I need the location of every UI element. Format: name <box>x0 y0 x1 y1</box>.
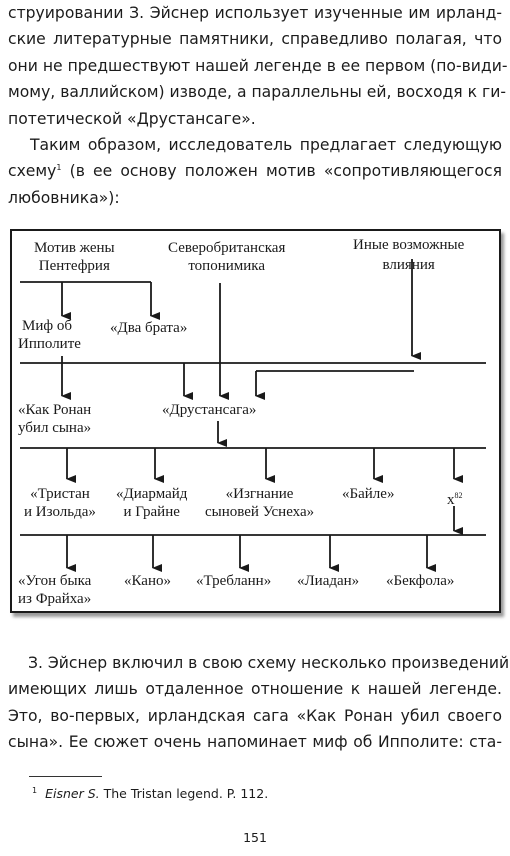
paragraph-scheme-intro: Таким образом, исследователь предлагает … <box>8 132 502 211</box>
node-two-brothers: «Два брата» <box>110 320 188 336</box>
paragraph-intro: струировании З. Эйснер использует изучен… <box>8 0 508 132</box>
text-line: они не предшествуют нашей легенде в ее п… <box>8 56 508 75</box>
text-line: Таким образом, исследователь предлагает … <box>30 136 502 154</box>
text-line: струировании З. Эйснер использует изучен… <box>8 4 502 22</box>
node-bekfola: «Бекфола» <box>386 573 455 589</box>
paragraph-eisner-scheme: З. Эйснер включил в свою схему несколько… <box>8 650 510 756</box>
node-drustansaga: «Друстансага» <box>162 402 257 418</box>
node-x: x82 <box>447 491 463 508</box>
diagram-connectors <box>20 259 486 572</box>
node-liadan: «Лиадан» <box>297 573 360 589</box>
node-kano: «Кано» <box>124 573 171 589</box>
footnote-author: Eisner S. <box>45 786 100 802</box>
text-line: З. Эйснер включил в свою схему несколько… <box>28 654 510 672</box>
node-treblann: «Требланн» <box>196 573 272 589</box>
text-line: потетической «Друстансаге». <box>8 109 256 128</box>
text-line: сына». Ее сюжет очень напоминает миф об … <box>8 733 502 752</box>
footnote-number: 1 <box>32 786 38 795</box>
text-line: любовника»): <box>8 188 120 207</box>
footnote-divider <box>29 776 102 777</box>
footnote-reference[interactable]: 1 <box>56 163 62 173</box>
node-baile: «Байле» <box>342 486 395 502</box>
text-line: мому, валлийском) изводе, а параллельны … <box>8 83 506 102</box>
page-number: 151 <box>243 830 267 845</box>
footnote-text: The Tristan legend. P. 112. <box>99 786 269 802</box>
text-line: ские литературные памятники, справедливо… <box>8 30 502 49</box>
text-line: схему1 (в ее основу положен мотив «сопро… <box>8 162 502 181</box>
text-line: имеющих лишь отдаленное отношение к наше… <box>8 680 502 699</box>
text-line: Это, во-первых, ирландская сага «Как Рон… <box>8 706 502 725</box>
footnote: 1 Eisner S. The Tristan legend. P. 112. <box>32 786 268 801</box>
